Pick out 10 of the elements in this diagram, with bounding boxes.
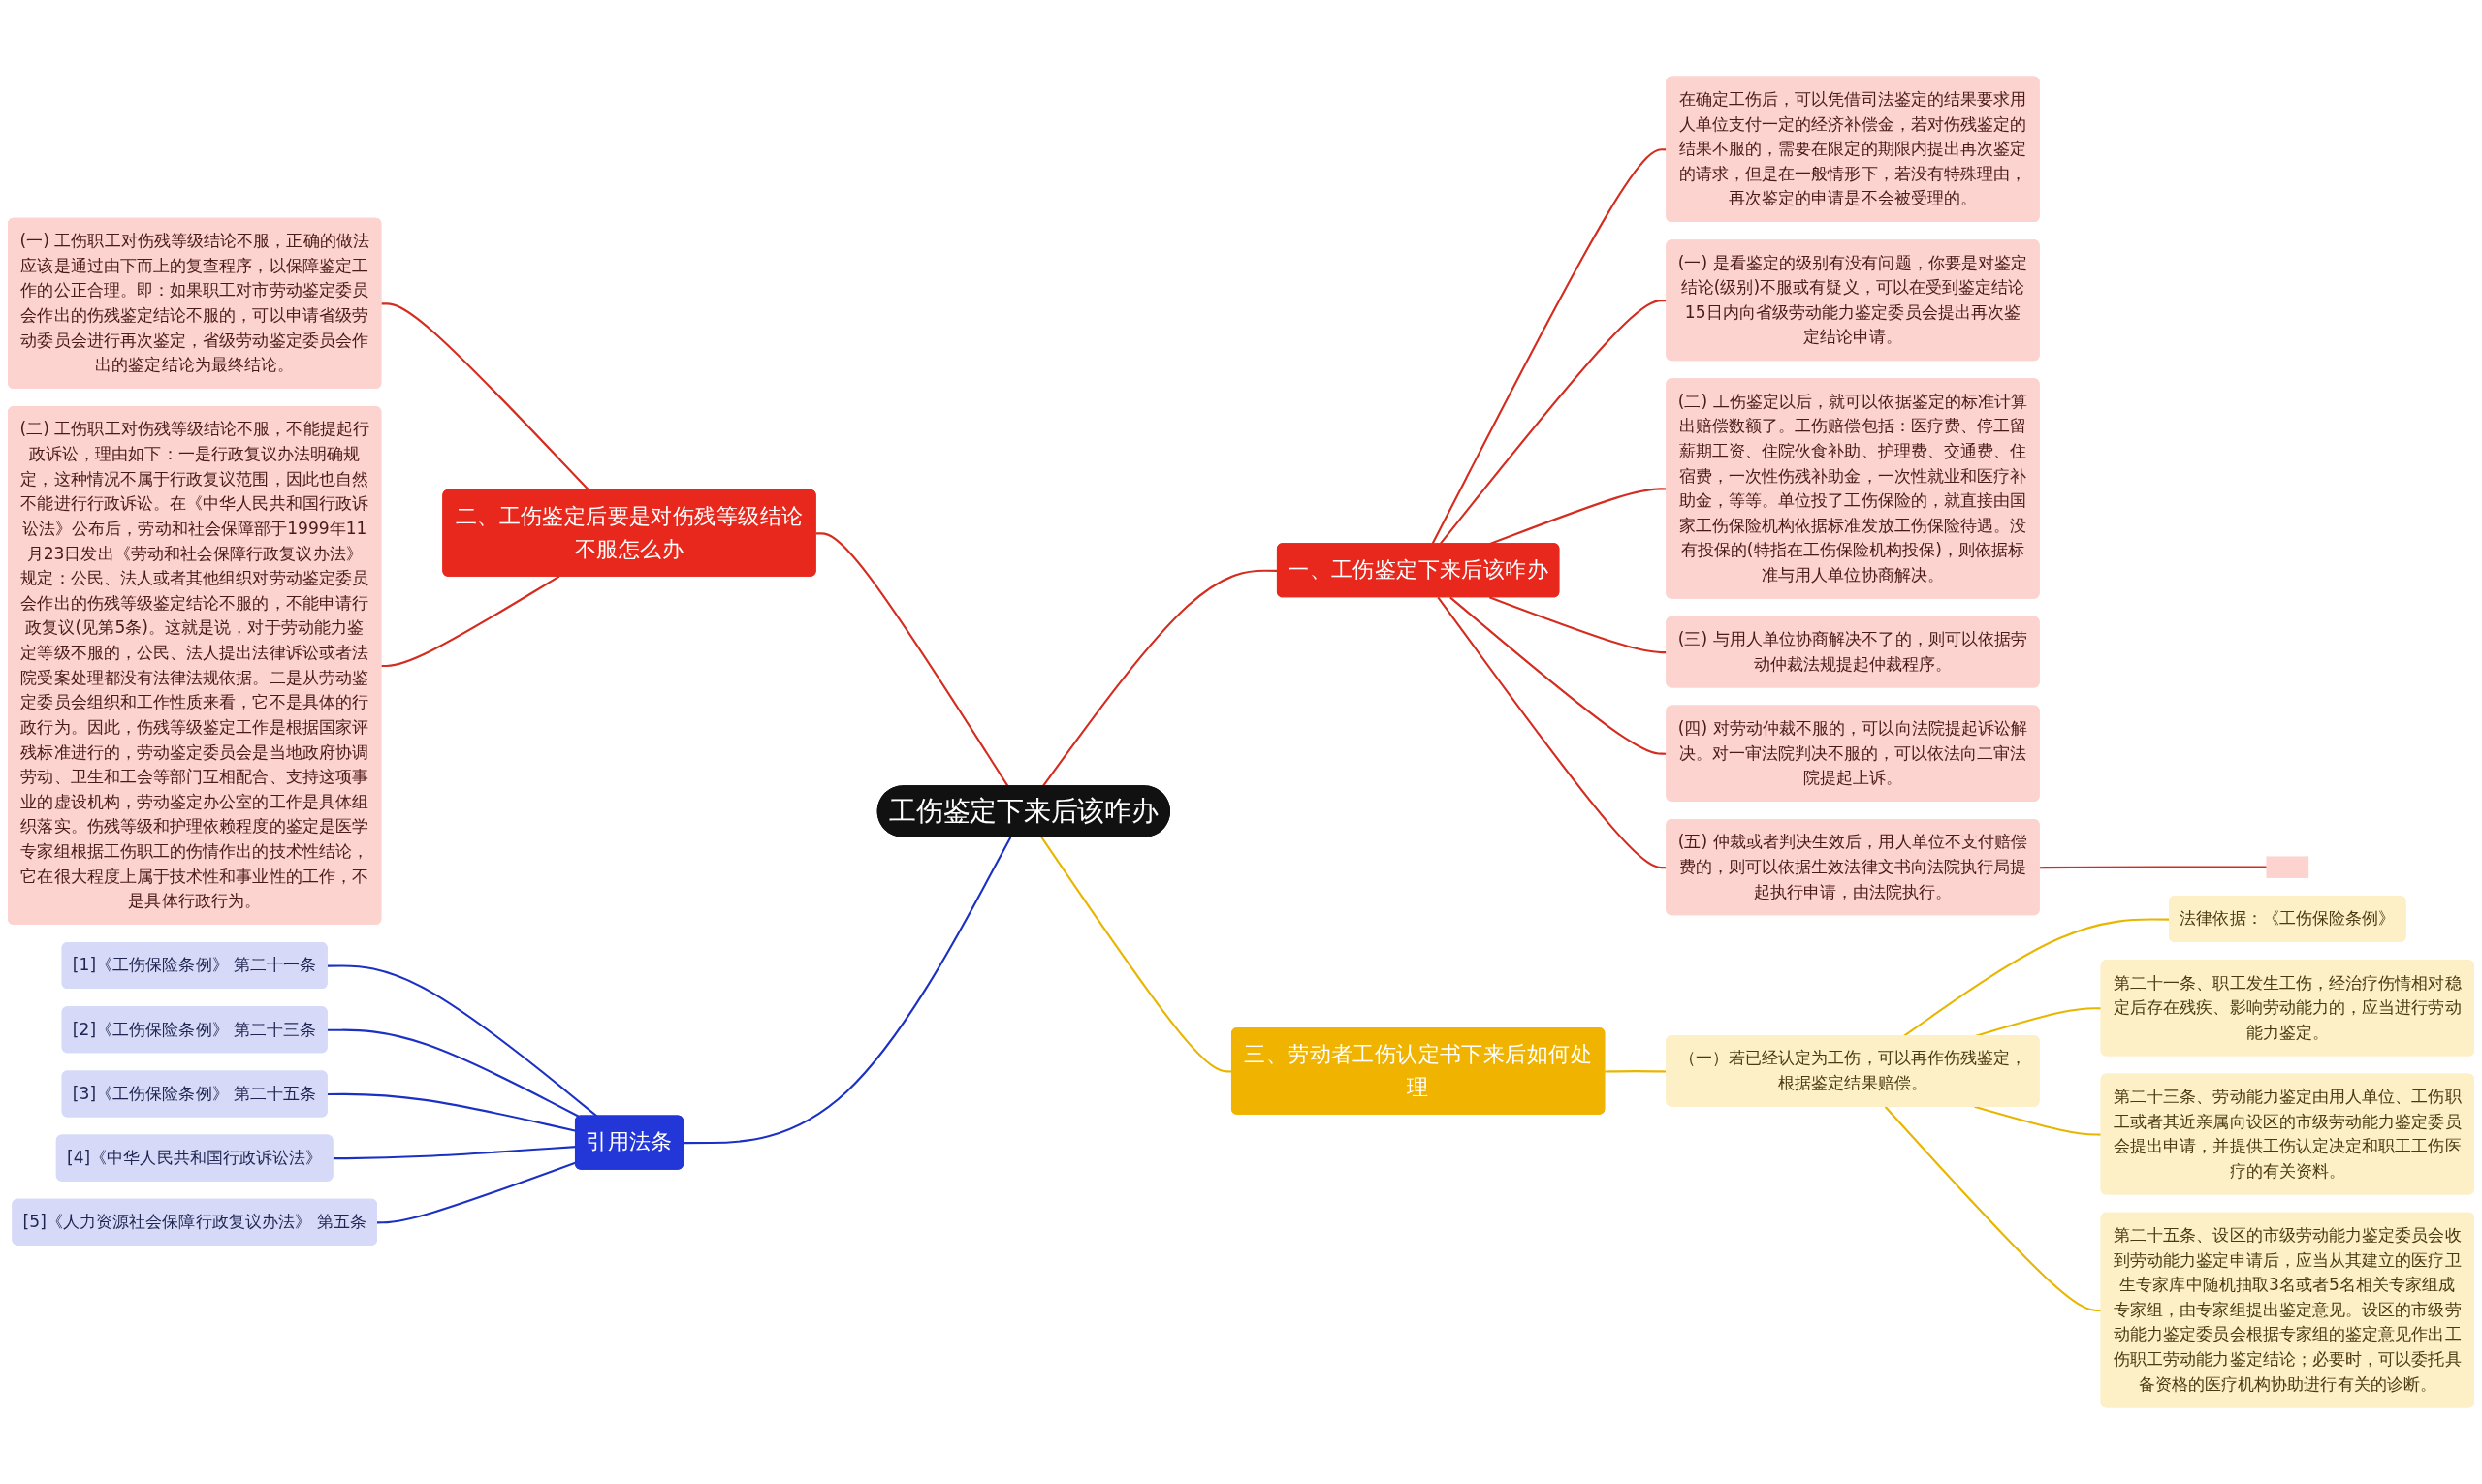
connector (327, 1028, 580, 1118)
connector (381, 575, 560, 668)
connector (381, 302, 590, 491)
connector (684, 837, 1012, 1145)
connector (1884, 1106, 2102, 1312)
connector (815, 532, 1009, 787)
connector (327, 964, 598, 1118)
connector (1974, 1105, 2102, 1136)
node-box (2266, 856, 2309, 878)
connector (2039, 866, 2267, 869)
